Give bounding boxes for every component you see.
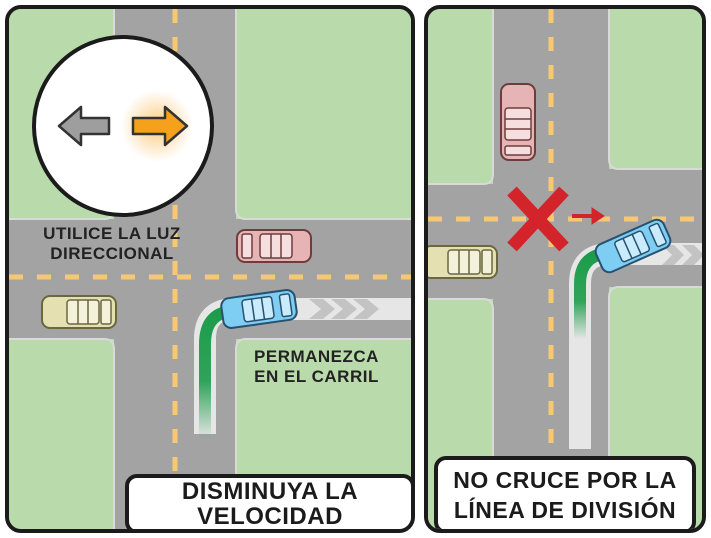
arrow-right-icon [131,105,189,147]
grass-block [428,9,493,184]
right-scene [428,9,702,529]
left-scene [9,9,411,529]
blue-car [594,218,672,274]
blue-car [220,289,298,329]
green-turn-path [199,305,237,445]
x-mark-icon [507,186,569,252]
grass-block [9,339,114,529]
tan-car [428,245,498,279]
chevron-arrows-icon [662,245,702,265]
grass-block [236,9,411,219]
signal-label: UTILICE LA LUZ DIRECCIONAL [43,224,181,264]
left-panel: UTILICE LA LUZ DIRECCIONAL PERMANEZCA EN… [5,5,415,533]
arrow-right-icon [572,207,605,225]
turn-signal-indicator [32,35,214,217]
green-turn-path [574,249,604,345]
left-caption: DISMINUYA LA VELOCIDAD [125,474,411,529]
lane-label: PERMANEZCA EN EL CARRIL [254,347,379,387]
pink-car [236,229,312,263]
right-caption: NO CRUCE POR LA LÍNEA DE DIVISIÓN [434,456,696,529]
arrow-left-icon [57,105,111,147]
right-panel: NO CRUCE POR LA LÍNEA DE DIVISIÓN [424,5,706,533]
tan-car [41,295,117,329]
grass-block [609,9,702,169]
chevron-arrows-icon [309,299,379,319]
pink-car [500,83,536,161]
